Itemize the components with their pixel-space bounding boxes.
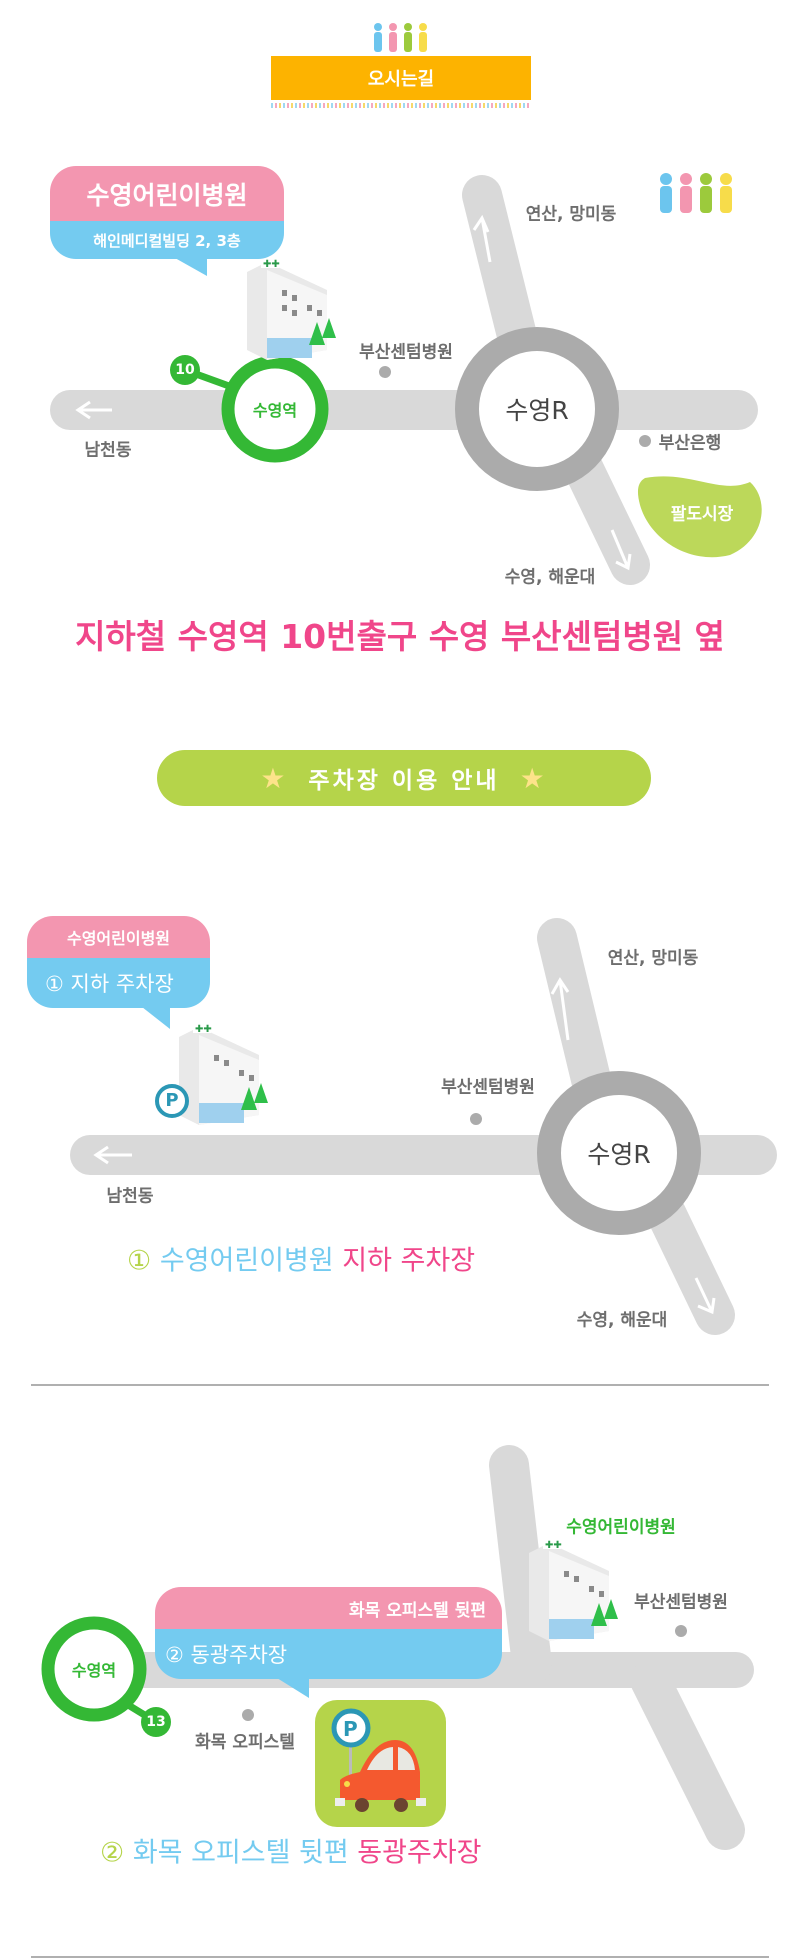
- children-icon: [660, 173, 732, 213]
- directions-headline: 지하철 수영역 10번출구 수영 부산센텀병원 옆: [75, 617, 725, 656]
- caption-number: ②: [100, 1837, 125, 1869]
- label-market: 팔도시장: [670, 504, 734, 525]
- parking-car-icon: P: [315, 1700, 446, 1827]
- parking2-bubble: 화목 오피스텔 뒷편 ② 동광주차장: [155, 1587, 502, 1698]
- hospital-building-icon: ✚✚: [247, 256, 336, 360]
- svg-text:✚✚: ✚✚: [195, 1024, 212, 1035]
- hospital-bubble: 수영어린이병원 해인메디컬빌딩 2, 3층: [50, 166, 284, 276]
- star-icon: ★: [260, 761, 289, 795]
- hospital-building-icon: ✚✚: [179, 1021, 268, 1125]
- parking-guide-title: 주차장 이용 안내: [308, 768, 500, 794]
- bubble-subtitle: ② 동광주차장: [155, 1629, 502, 1679]
- bubble-tail: [175, 258, 207, 276]
- section-divider: [31, 1384, 769, 1386]
- bank-dot: [639, 435, 651, 447]
- station-ring: [221, 355, 329, 463]
- label-centum: 부산센텀병원: [441, 1077, 535, 1098]
- section-divider: [31, 1956, 769, 1958]
- caption-blue: 화목 오피스텔 뒷편: [132, 1837, 349, 1869]
- hospital-building-icon: ✚✚: [529, 1537, 618, 1641]
- parking1-caption: ① 수영어린이병원 지하 주차장: [127, 1239, 475, 1278]
- parking-p-icon: P: [155, 1084, 189, 1118]
- station-name: 수영역: [71, 1661, 117, 1680]
- roundabout-label: 수영R: [505, 396, 569, 425]
- centum-dot: [379, 366, 391, 378]
- star-icon: ★: [519, 761, 548, 795]
- label-west: 남천동: [84, 440, 132, 461]
- bubble-title: 수영어린이병원: [27, 916, 210, 958]
- station-name: 수영역: [252, 401, 298, 420]
- exit-number-badge: 10: [175, 362, 195, 378]
- parking2-caption: ② 화목 오피스텔 뒷편 동광주차장: [100, 1831, 482, 1870]
- svg-text:✚✚: ✚✚: [263, 259, 280, 270]
- label-centum: 부산센텀병원: [634, 1592, 728, 1613]
- label-north: 연산, 망미동: [525, 204, 617, 225]
- title-stripes: [271, 103, 531, 108]
- exit-number-badge: 13: [146, 1714, 166, 1730]
- direction-arrows-1: [75, 214, 632, 571]
- hospital-label: 수영어린이병원: [566, 1517, 676, 1538]
- caption-number: ①: [127, 1245, 152, 1277]
- label-south: 수영, 해운대: [576, 1310, 668, 1331]
- label-bank: 부산은행: [658, 433, 722, 454]
- bubble-subtitle: ① 지하 주차장: [27, 958, 210, 1008]
- bubble-title: 수영어린이병원: [50, 166, 284, 221]
- roundabout-ring: [455, 327, 619, 491]
- label-south: 수영, 해운대: [504, 567, 596, 588]
- label-west: 남천동: [106, 1186, 154, 1207]
- parking-guide-bar: ★ 주차장 이용 안내 ★: [157, 750, 651, 806]
- caption-pink: 동광주차장: [357, 1837, 482, 1869]
- caption-blue: 수영어린이병원: [159, 1245, 334, 1277]
- page-title: 오시는길: [271, 56, 531, 100]
- label-officetel: 화목 오피스텔: [195, 1732, 295, 1753]
- roundabout-label: 수영R: [587, 1140, 651, 1169]
- caption-pink: 지하 주차장: [342, 1245, 476, 1277]
- parking1-bubble: 수영어린이병원 ① 지하 주차장: [27, 916, 210, 1029]
- svg-text:P: P: [343, 1717, 358, 1741]
- svg-text:✚✚: ✚✚: [545, 1540, 562, 1551]
- children-icon: [374, 23, 427, 52]
- label-centum: 부산센텀병원: [359, 342, 453, 363]
- bubble-subtitle: 해인메디컬빌딩 2, 3층: [50, 221, 284, 259]
- label-north: 연산, 망미동: [607, 948, 699, 969]
- market-blob: [637, 476, 762, 558]
- bubble-title: 화목 오피스텔 뒷편: [155, 1587, 502, 1629]
